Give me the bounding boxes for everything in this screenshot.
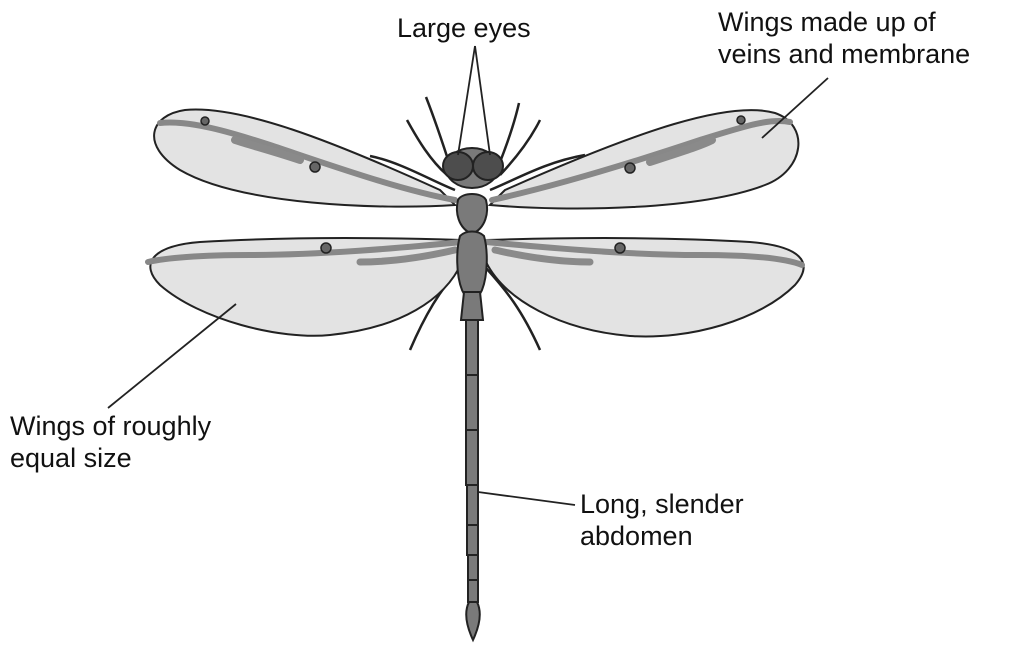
leader-wings-size — [108, 304, 236, 408]
label-abdomen-line1: Long, slender — [580, 488, 744, 520]
label-abdomen: Long, slender abdomen — [580, 488, 744, 552]
wing-lower-left — [148, 238, 462, 336]
label-wings-size: Wings of roughly equal size — [10, 410, 211, 474]
label-wings-veins: Wings made up of veins and membrane — [718, 6, 970, 70]
abdomen — [466, 320, 480, 640]
leader-abdomen — [478, 492, 575, 505]
label-large-eyes: Large eyes — [397, 12, 531, 44]
eye-left — [443, 152, 473, 180]
dragonfly-body — [443, 148, 503, 320]
label-abdomen-line2: abdomen — [580, 520, 744, 552]
leader-large-eyes-b — [475, 46, 490, 155]
label-wings-size-line1: Wings of roughly — [10, 410, 211, 442]
thorax — [457, 194, 487, 234]
wing-lower-right — [486, 238, 804, 337]
eye-right — [473, 152, 503, 180]
label-wings-veins-line1: Wings made up of — [718, 6, 970, 38]
leader-large-eyes-a — [458, 46, 475, 155]
label-large-eyes-text: Large eyes — [397, 12, 531, 44]
label-wings-size-line2: equal size — [10, 442, 211, 474]
label-wings-veins-line2: veins and membrane — [718, 38, 970, 70]
